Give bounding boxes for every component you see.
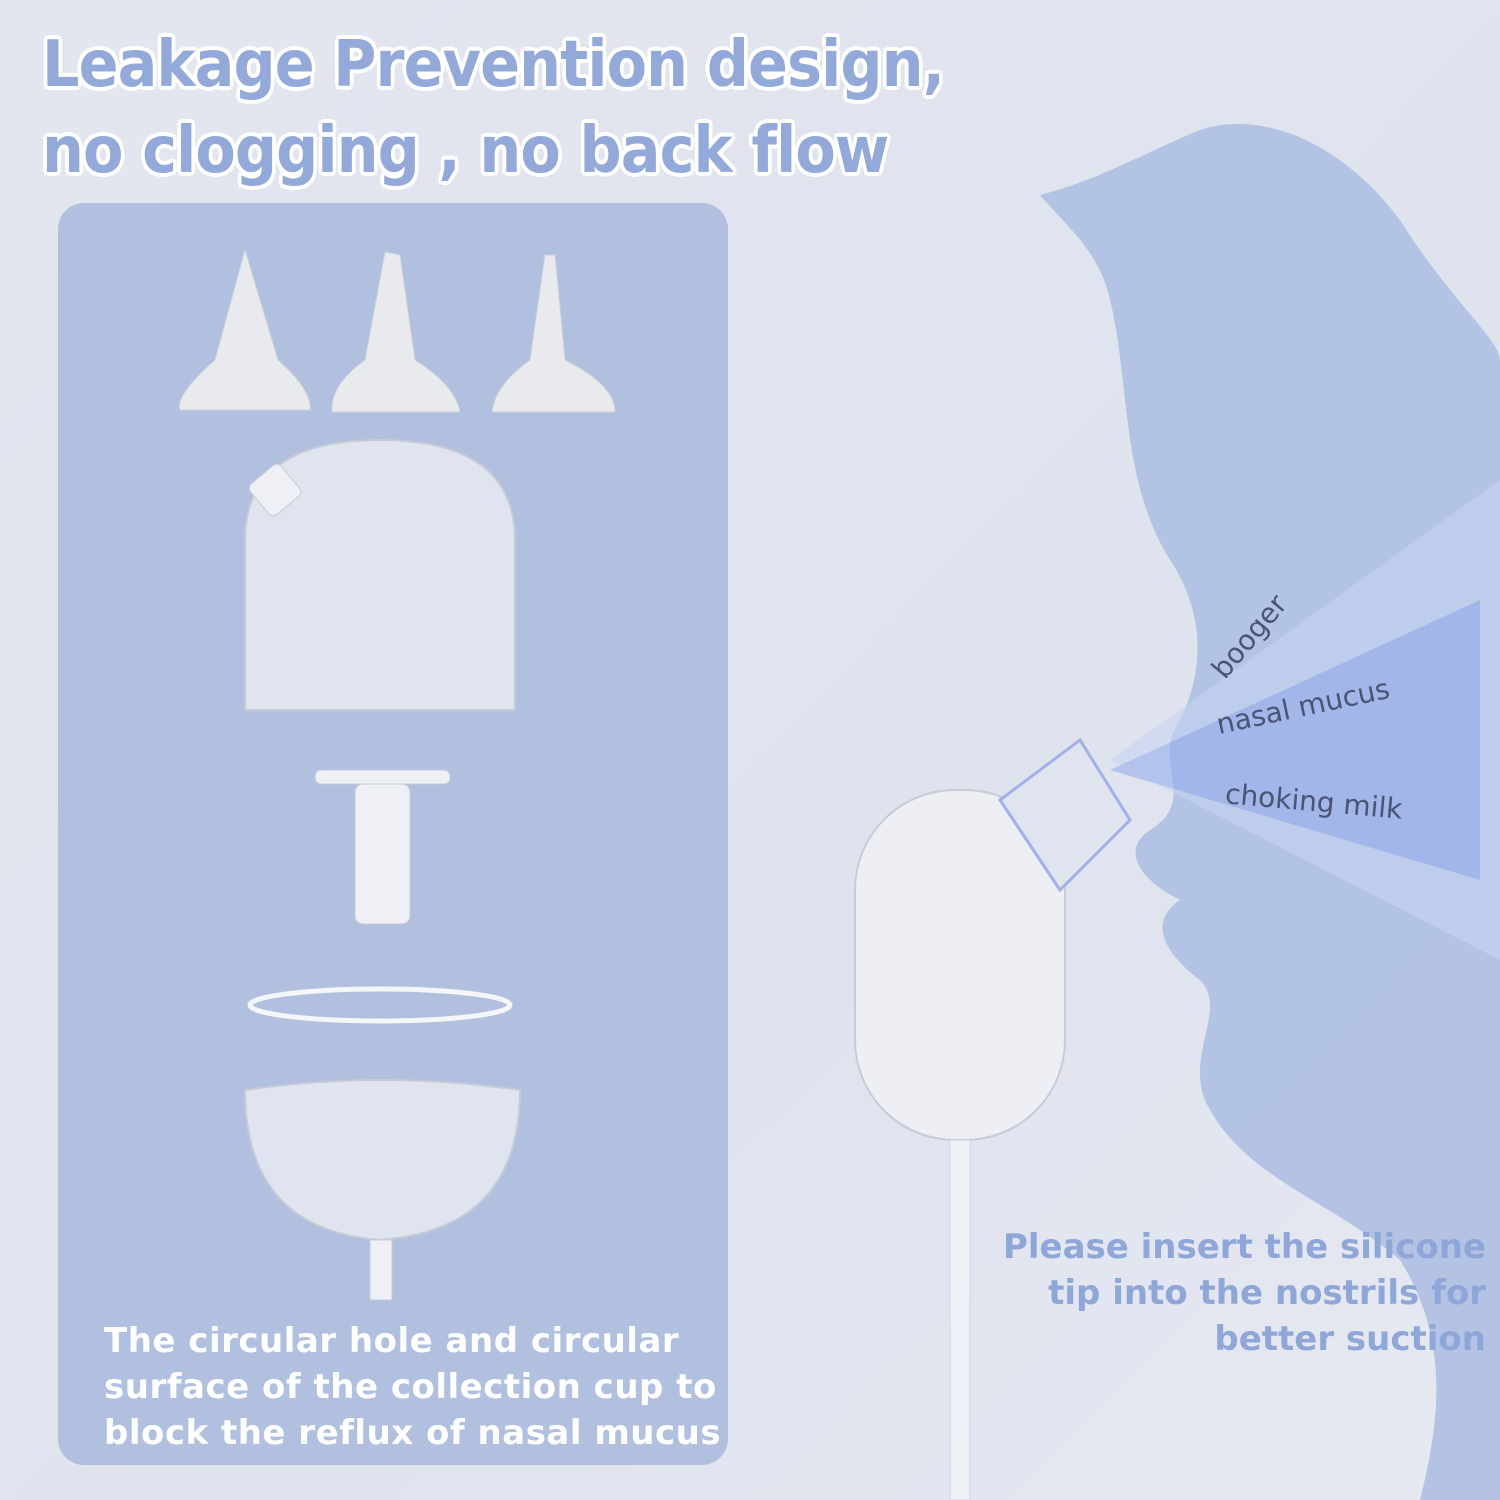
panel-caption-line-2: surface of the collection cup to [104, 1367, 717, 1407]
suction-spray [1110, 480, 1500, 960]
usage-caption: Please insert the silicone tip into the … [1003, 1224, 1486, 1362]
panel-caption-line-3: block the reflux of nasal mucus [104, 1413, 722, 1453]
panel-caption-line-1: The circular hole and circular [104, 1321, 680, 1361]
usage-caption-line-2: tip into the nostrils for [1048, 1273, 1486, 1313]
suction-tube [949, 1139, 971, 1500]
usage-caption-line-1: Please insert the silicone [1002, 1227, 1486, 1267]
panel-caption: The circular hole and circular surface o… [104, 1318, 721, 1456]
device-nozzle [997, 737, 1132, 893]
usage-caption-line-3: better suction [1214, 1319, 1486, 1359]
headline-line-2: no clogging , no back flow [42, 114, 889, 188]
headline-line-1: Leakage Prevention design, [42, 28, 945, 102]
headline: Leakage Prevention design, no clogging ,… [42, 22, 945, 194]
